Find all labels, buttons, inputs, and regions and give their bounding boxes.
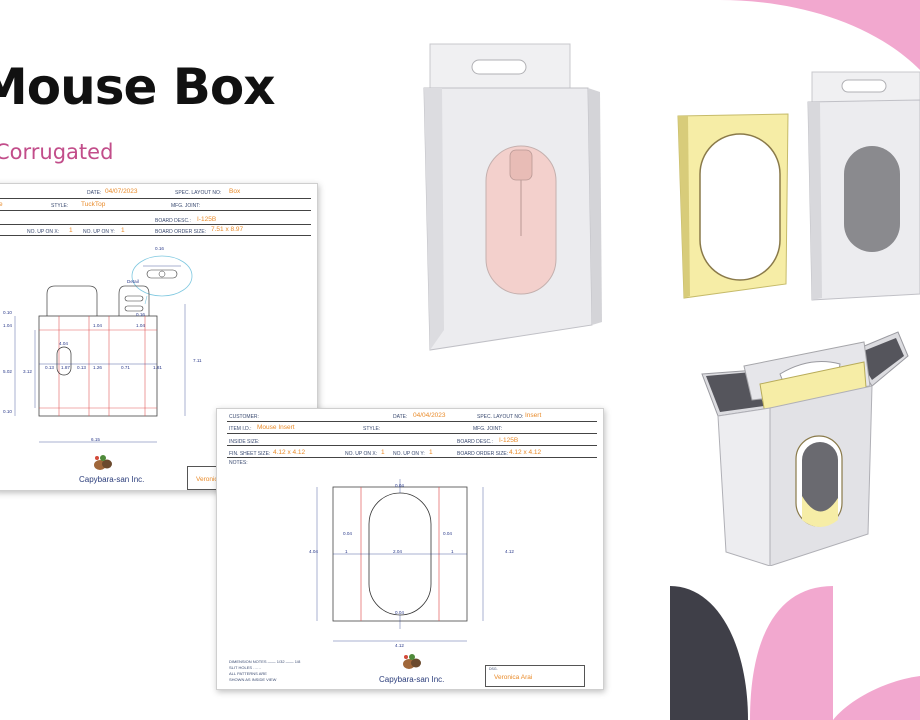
insert-company-name: Capybara-san Inc. <box>379 675 445 684</box>
box-dim-d12: 0.71 <box>121 365 130 370</box>
box-company-name: Capybara-san Inc. <box>79 475 145 484</box>
insert-legend-3: ALL PATTERNS ARE <box>229 671 267 676</box>
box-dieline-drawing <box>14 255 193 443</box>
insert-dim-height-left: 4.04 <box>309 549 318 554</box>
empty-box-render <box>807 71 920 301</box>
capybara-logo-icon <box>403 654 421 669</box>
box-spec: Box <box>229 188 241 195</box>
box-board-desc: I-125B <box>197 216 217 223</box>
insert-customer-label: CUSTOMER: <box>229 414 259 420</box>
insert-dim-right-in: 0.04 <box>443 531 452 536</box>
box-date: 04/07/2023 <box>105 188 138 195</box>
box-up-y-label: NO. UP ON Y: <box>83 229 115 235</box>
box-dim-d5: 3.12 <box>23 369 32 374</box>
box-mfg-label: MFG. JOINT: <box>171 203 201 209</box>
insert-up-y: 1 <box>429 449 433 456</box>
insert-order-size: 4.12 x 4.12 <box>509 449 542 456</box>
box-up-x: 1 <box>69 227 73 234</box>
box-up-y: 1 <box>121 227 125 234</box>
insert-item: Mouse Insert <box>257 424 295 431</box>
insert-up-x: 1 <box>381 449 385 456</box>
insert-date-label: DATE: <box>393 414 408 420</box>
insert-legend-2: SLIT HOLES …… <box>229 665 262 670</box>
insert-dim-left: 1 <box>345 549 348 554</box>
box-dim-d7: 0.13 <box>45 365 54 370</box>
box-board-desc-label: BOARD DESC.: <box>155 218 191 224</box>
box-dim-d13: 1.81 <box>153 365 162 370</box>
box-order-size: 7.51 x 8.97 <box>211 226 244 233</box>
box-dim-d4: 5.02 <box>3 369 12 374</box>
insert-date: 04/04/2023 <box>413 412 446 419</box>
capybara-logo-icon <box>94 455 112 470</box>
insert-spec-label: SPEC. LAYOUT NO: <box>477 414 524 420</box>
insert-mfg-label: MFG. JOINT: <box>473 426 503 432</box>
insert-legend-4: SHOWN AS INSIDE VIEW <box>229 677 277 682</box>
page-subtitle: Corrugated <box>0 140 114 164</box>
box-dim-d1: 0.10 <box>3 310 12 315</box>
box-style: TuckTop <box>81 201 106 208</box>
insert-dim-width: 4.12 <box>395 643 404 648</box>
insert-designer-box: DSG. Veronica Arai <box>485 665 585 687</box>
box-detail-label: Detail <box>127 279 139 284</box>
box-partial-value: e <box>0 201 3 208</box>
box-dim-d2: 1.04 <box>3 323 12 328</box>
insert-up-x-label: NO. UP ON X: <box>345 451 378 457</box>
insert-dieline-drawing <box>316 479 484 642</box>
box-date-label: DATE: <box>87 190 102 196</box>
box-dim-d16: 1.04 <box>136 323 145 328</box>
insert-dieline-sheet: CUSTOMER: DATE: 04/04/2023 SPEC. LAYOUT … <box>216 408 604 690</box>
pink-arc-decoration <box>720 0 920 70</box>
box-designer: Veronica <box>196 476 222 483</box>
open-box-render <box>701 331 909 566</box>
box-dim-d9: 0.13 <box>77 365 86 370</box>
insert-render <box>677 113 789 299</box>
insert-board-desc-label: BOARD DESC.: <box>457 439 493 445</box>
insert-designer-label: DSG. <box>489 667 498 671</box>
insert-blank: 4.12 x 4.12 <box>273 449 306 456</box>
box-dim-d17: 0.16 <box>136 312 145 317</box>
box-render-with-mouse <box>423 43 602 351</box>
box-dim-d3: 1.04 <box>93 323 102 328</box>
box-dim-d11: 4.04 <box>59 341 68 346</box>
page-title: Mouse Box <box>0 58 275 116</box>
insert-board-desc: I-125B <box>499 437 519 444</box>
box-dim-d15: 6.15 <box>91 437 100 442</box>
insert-item-label: ITEM I.D.: <box>229 426 252 432</box>
box-style-label: STYLE: <box>51 203 69 209</box>
insert-designer: Veronica Arai <box>494 674 533 681</box>
insert-dim-bottom: 0.04 <box>395 610 404 615</box>
insert-dim-height-right: 4.12 <box>505 549 514 554</box>
insert-dim-center: 2.04 <box>393 549 402 554</box>
insert-spec: Insert <box>525 412 542 419</box>
insert-notes-label: NOTES: <box>229 460 248 466</box>
box-order-size-label: BOARD ORDER SIZE: <box>155 229 207 235</box>
box-dim-d10: 1.26 <box>93 365 102 370</box>
box-dim-d8: 1.87 <box>61 365 70 370</box>
box-up-x-label: NO. UP ON X: <box>27 229 60 235</box>
insert-legend-1: DIMENSION NOTES —— 1/32 —— 1/8 <box>229 659 301 664</box>
box-dim-d6: 0.10 <box>3 409 12 414</box>
insert-dim-left-in: 0.04 <box>343 531 352 536</box>
insert-up-y-label: NO. UP ON Y: <box>393 451 425 457</box>
insert-blank-label: FIN. SHEET SIZE: <box>229 451 271 457</box>
box-dim-d14: 7.11 <box>193 358 202 363</box>
insert-order-size-label: BOARD ORDER SIZE: <box>457 451 509 457</box>
box-spec-label: SPEC. LAYOUT NO: <box>175 190 222 196</box>
insert-dim-top: 0.04 <box>395 483 404 488</box>
insert-dim-right: 1 <box>451 549 454 554</box>
insert-inside-label: INSIDE SIZE: <box>229 439 260 445</box>
leaf-decoration <box>670 586 920 720</box>
insert-style-label: STYLE: <box>363 426 381 432</box>
box-dim-d18: 0.16 <box>155 246 164 251</box>
